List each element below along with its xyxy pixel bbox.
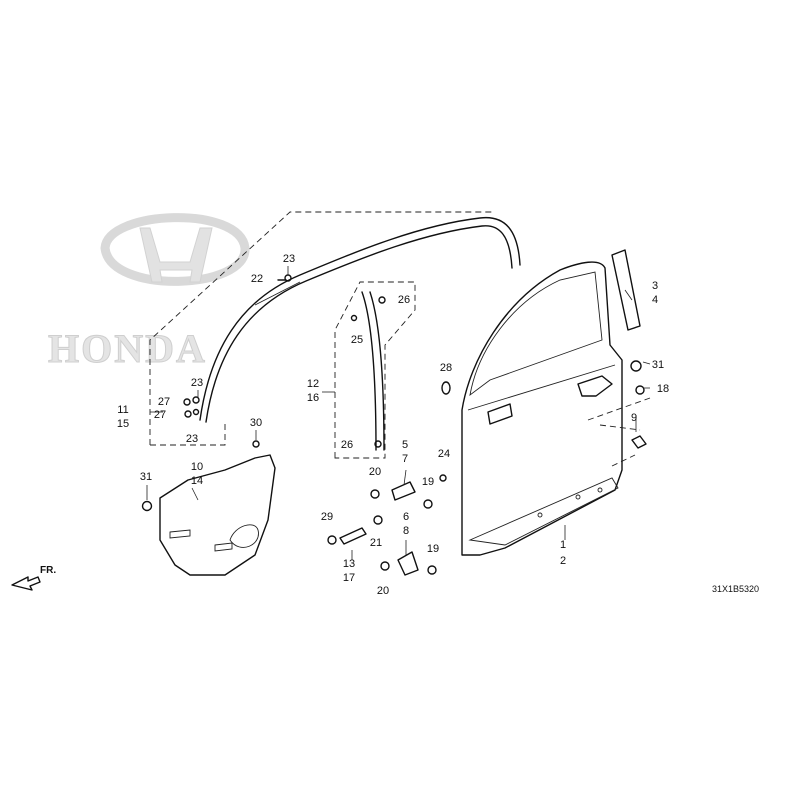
label-26b: 26 [341, 439, 353, 451]
label-4: 4 [652, 294, 658, 306]
label-5: 5 [402, 439, 408, 451]
label-23c: 23 [186, 433, 198, 445]
honda-watermark-logo [100, 213, 250, 286]
front-indicator-label: FR. [40, 565, 56, 576]
label-20b: 20 [377, 585, 389, 597]
label-10: 10 [191, 461, 203, 473]
diagram-code: 31X1B5320 [712, 584, 759, 594]
label-7: 7 [402, 453, 408, 465]
label-23a: 23 [283, 253, 295, 265]
label-8: 8 [403, 525, 409, 537]
part-labels: 1 2 3 4 5 6 7 8 9 10 11 12 13 14 15 16 1… [117, 253, 669, 597]
label-27b: 27 [154, 409, 166, 421]
label-19a: 19 [422, 476, 434, 488]
label-16: 16 [307, 392, 319, 404]
label-23b: 23 [191, 377, 203, 389]
door-seal-sheet [159, 454, 276, 576]
door-sash-channel-inner [369, 291, 385, 451]
label-29: 29 [321, 511, 333, 523]
label-6: 6 [403, 511, 409, 523]
label-11: 11 [117, 404, 128, 416]
leader-lines [146, 266, 651, 560]
door-sash-channel [361, 291, 377, 451]
label-25: 25 [351, 334, 363, 346]
label-3: 3 [652, 280, 658, 292]
group-bracket-11-15-bottom [150, 420, 226, 446]
label-30: 30 [250, 417, 262, 429]
label-14: 14 [191, 475, 203, 487]
label-9: 9 [631, 412, 637, 424]
pillar-garnish [611, 249, 641, 331]
mirror-mount [577, 375, 613, 397]
honda-watermark-text: HONDA [48, 326, 207, 371]
front-arrow-icon [11, 576, 41, 591]
label-31b: 31 [652, 359, 664, 371]
label-24: 24 [438, 448, 450, 460]
label-22: 22 [251, 273, 263, 285]
label-2: 2 [560, 555, 566, 567]
label-20a: 20 [369, 466, 381, 478]
label-19b: 19 [427, 543, 439, 555]
label-21: 21 [370, 537, 382, 549]
label-28: 28 [440, 362, 452, 374]
upper-frame-molding [199, 216, 521, 423]
door-checker [339, 527, 367, 545]
door-handle-cutout [487, 403, 513, 425]
label-31a: 31 [140, 471, 152, 483]
label-17: 17 [343, 572, 355, 584]
label-26a: 26 [398, 294, 410, 306]
group-bracket-12-16 [334, 281, 416, 459]
fasteners [141, 274, 647, 575]
upper-hinge [391, 481, 416, 501]
group-bracket-11-15 [149, 211, 495, 445]
label-27a: 27 [158, 396, 170, 408]
label-12: 12 [307, 378, 319, 390]
label-18: 18 [657, 383, 669, 395]
label-15: 15 [117, 418, 129, 430]
lower-hinge [397, 551, 419, 576]
door-panel [461, 261, 651, 556]
label-1: 1 [560, 539, 566, 551]
label-13: 13 [343, 558, 355, 570]
